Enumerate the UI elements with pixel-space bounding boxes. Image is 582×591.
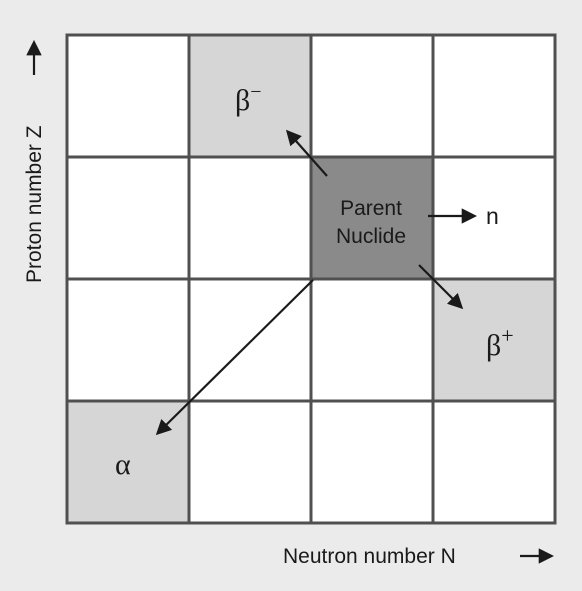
alpha-label: α (115, 448, 131, 481)
grid-lines (65, 33, 557, 525)
cell-r3-c2 (311, 401, 433, 523)
parent-label-line2: Nuclide (336, 225, 406, 248)
cell-r1-c0 (67, 157, 189, 279)
grid-cells (67, 35, 555, 523)
cell-r1-c3 (433, 157, 555, 279)
cell-r0-c2 (311, 35, 433, 157)
cell-r1-c1 (189, 157, 311, 279)
cell-r2-c0 (67, 279, 189, 401)
parent-label-line1: Parent (340, 197, 402, 220)
cell-r2-c2 (311, 279, 433, 401)
beta-plus-label: β+ (486, 323, 514, 362)
beta-minus-label: β− (235, 81, 262, 117)
cell-r0-c0 (67, 35, 189, 157)
alpha-arrow (155, 279, 314, 436)
cell-r3-c3 (433, 401, 555, 523)
neutron-label: n (486, 203, 499, 229)
cell-r0-c3 (433, 35, 555, 157)
beta-plus-arrow (418, 264, 464, 310)
x-axis-label: Neutron number N (283, 545, 456, 568)
y-axis-label: Proton number Z (23, 125, 46, 283)
decay-arrows (155, 129, 478, 436)
cell-r2-c1 (189, 279, 311, 401)
beta-minus-arrow (285, 129, 328, 177)
cell-r3-c1 (189, 401, 311, 523)
cell-parent-nuclide (311, 157, 433, 279)
